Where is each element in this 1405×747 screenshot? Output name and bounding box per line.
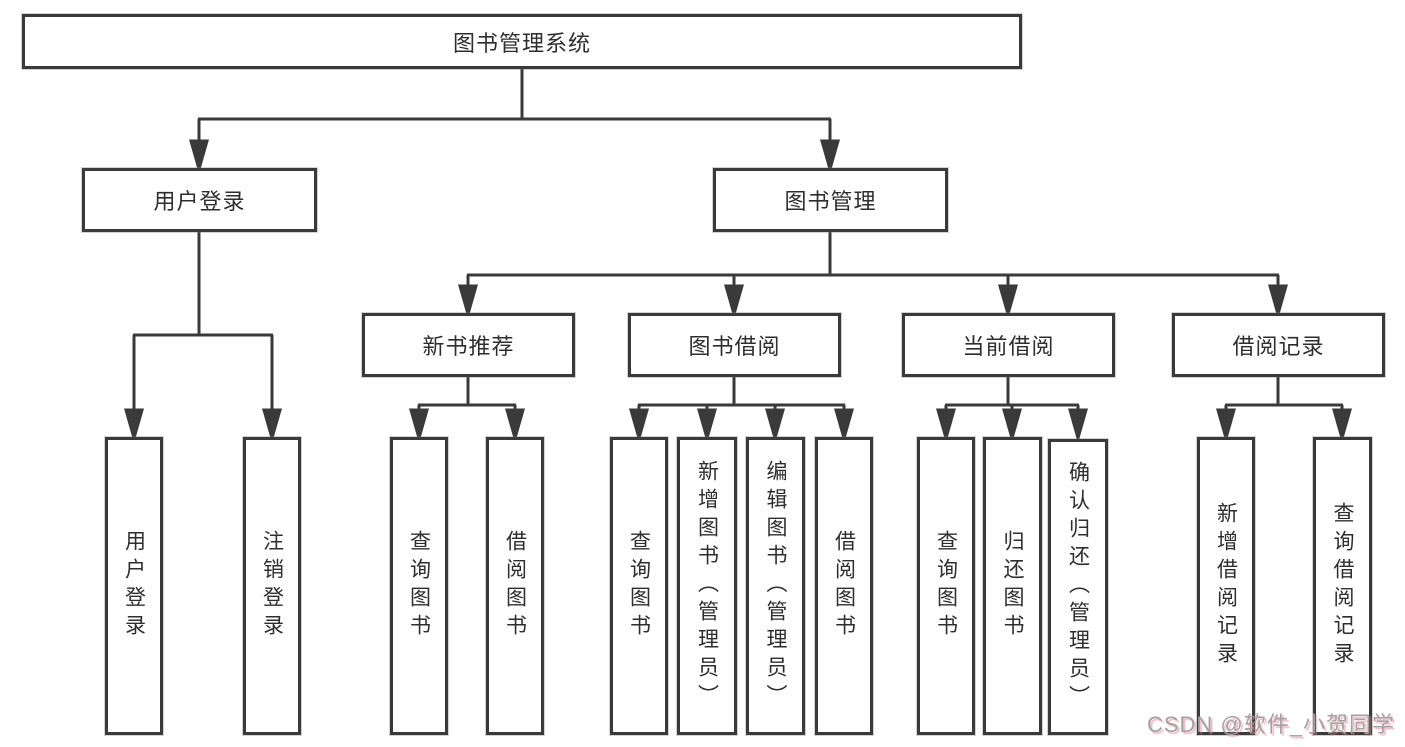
node-label: 查询图书 (934, 530, 958, 642)
node-label: 图书管理 (784, 189, 877, 214)
connector-borrowing-records-to-leaves (1216, 377, 1352, 444)
node-label: 新增图书（管理员） (695, 460, 719, 712)
connector-root-to-level2 (189, 69, 840, 175)
leaf-query-books-recommend: 查询图书 (390, 437, 448, 735)
connector-new-book-to-leaves (409, 377, 525, 444)
node-label: 图书借阅 (688, 334, 781, 359)
node-user-login: 用户登录 (82, 168, 317, 232)
leaf-confirm-return-admin: 确认归还（管理员） (1048, 439, 1108, 735)
node-label: 用户登录 (122, 530, 146, 642)
node-label: 借阅记录 (1232, 334, 1325, 359)
node-book-management: 图书管理 (713, 168, 948, 232)
csdn-watermark: CSDN @软件_小贺同学 (1146, 712, 1395, 737)
node-label: 注销登录 (260, 530, 284, 642)
node-label: 归还图书 (1001, 530, 1025, 642)
node-label: 查询图书 (407, 530, 431, 642)
node-new-book-recommend: 新书推荐 (362, 313, 575, 377)
leaf-add-book-admin: 新增图书（管理员） (677, 437, 737, 735)
node-label: 编辑图书（管理员） (764, 460, 788, 712)
node-label: 新书推荐 (422, 334, 515, 359)
leaf-query-books-current: 查询图书 (917, 437, 975, 735)
leaf-logout: 注销登录 (243, 437, 301, 735)
node-label: 查询图书 (627, 530, 651, 642)
connector-book-borrowing-to-leaves (629, 377, 854, 444)
node-label: 借阅图书 (832, 530, 856, 642)
node-label: 借阅图书 (503, 530, 527, 642)
node-root: 图书管理系统 (22, 14, 1022, 69)
leaf-query-borrow-record: 查询借阅记录 (1313, 437, 1372, 735)
leaf-borrow-books-borrowing: 借阅图书 (815, 437, 873, 735)
node-label: 确认归还（管理员） (1066, 461, 1090, 713)
node-borrowing-records: 借阅记录 (1172, 313, 1385, 377)
connector-current-borrowing-to-leaves (936, 377, 1088, 444)
node-book-borrowing: 图书借阅 (628, 313, 841, 377)
node-label: 当前借阅 (962, 334, 1055, 359)
leaf-query-books-borrowing: 查询图书 (610, 437, 668, 735)
node-label: 图书管理系统 (452, 30, 591, 56)
leaf-edit-book-admin: 编辑图书（管理员） (746, 437, 805, 735)
leaf-user-login: 用户登录 (105, 437, 163, 735)
connector-user-login-to-leaves (124, 232, 282, 444)
leaf-add-borrow-record: 新增借阅记录 (1197, 437, 1255, 735)
leaf-borrow-books-recommend: 借阅图书 (486, 437, 544, 735)
node-current-borrowing: 当前借阅 (902, 313, 1115, 377)
node-label: 用户登录 (153, 189, 246, 214)
node-label: 查询借阅记录 (1331, 502, 1355, 670)
leaf-return-book: 归还图书 (983, 437, 1042, 735)
connector-book-management-to-level3 (458, 232, 1288, 320)
node-label: 新增借阅记录 (1214, 502, 1238, 670)
